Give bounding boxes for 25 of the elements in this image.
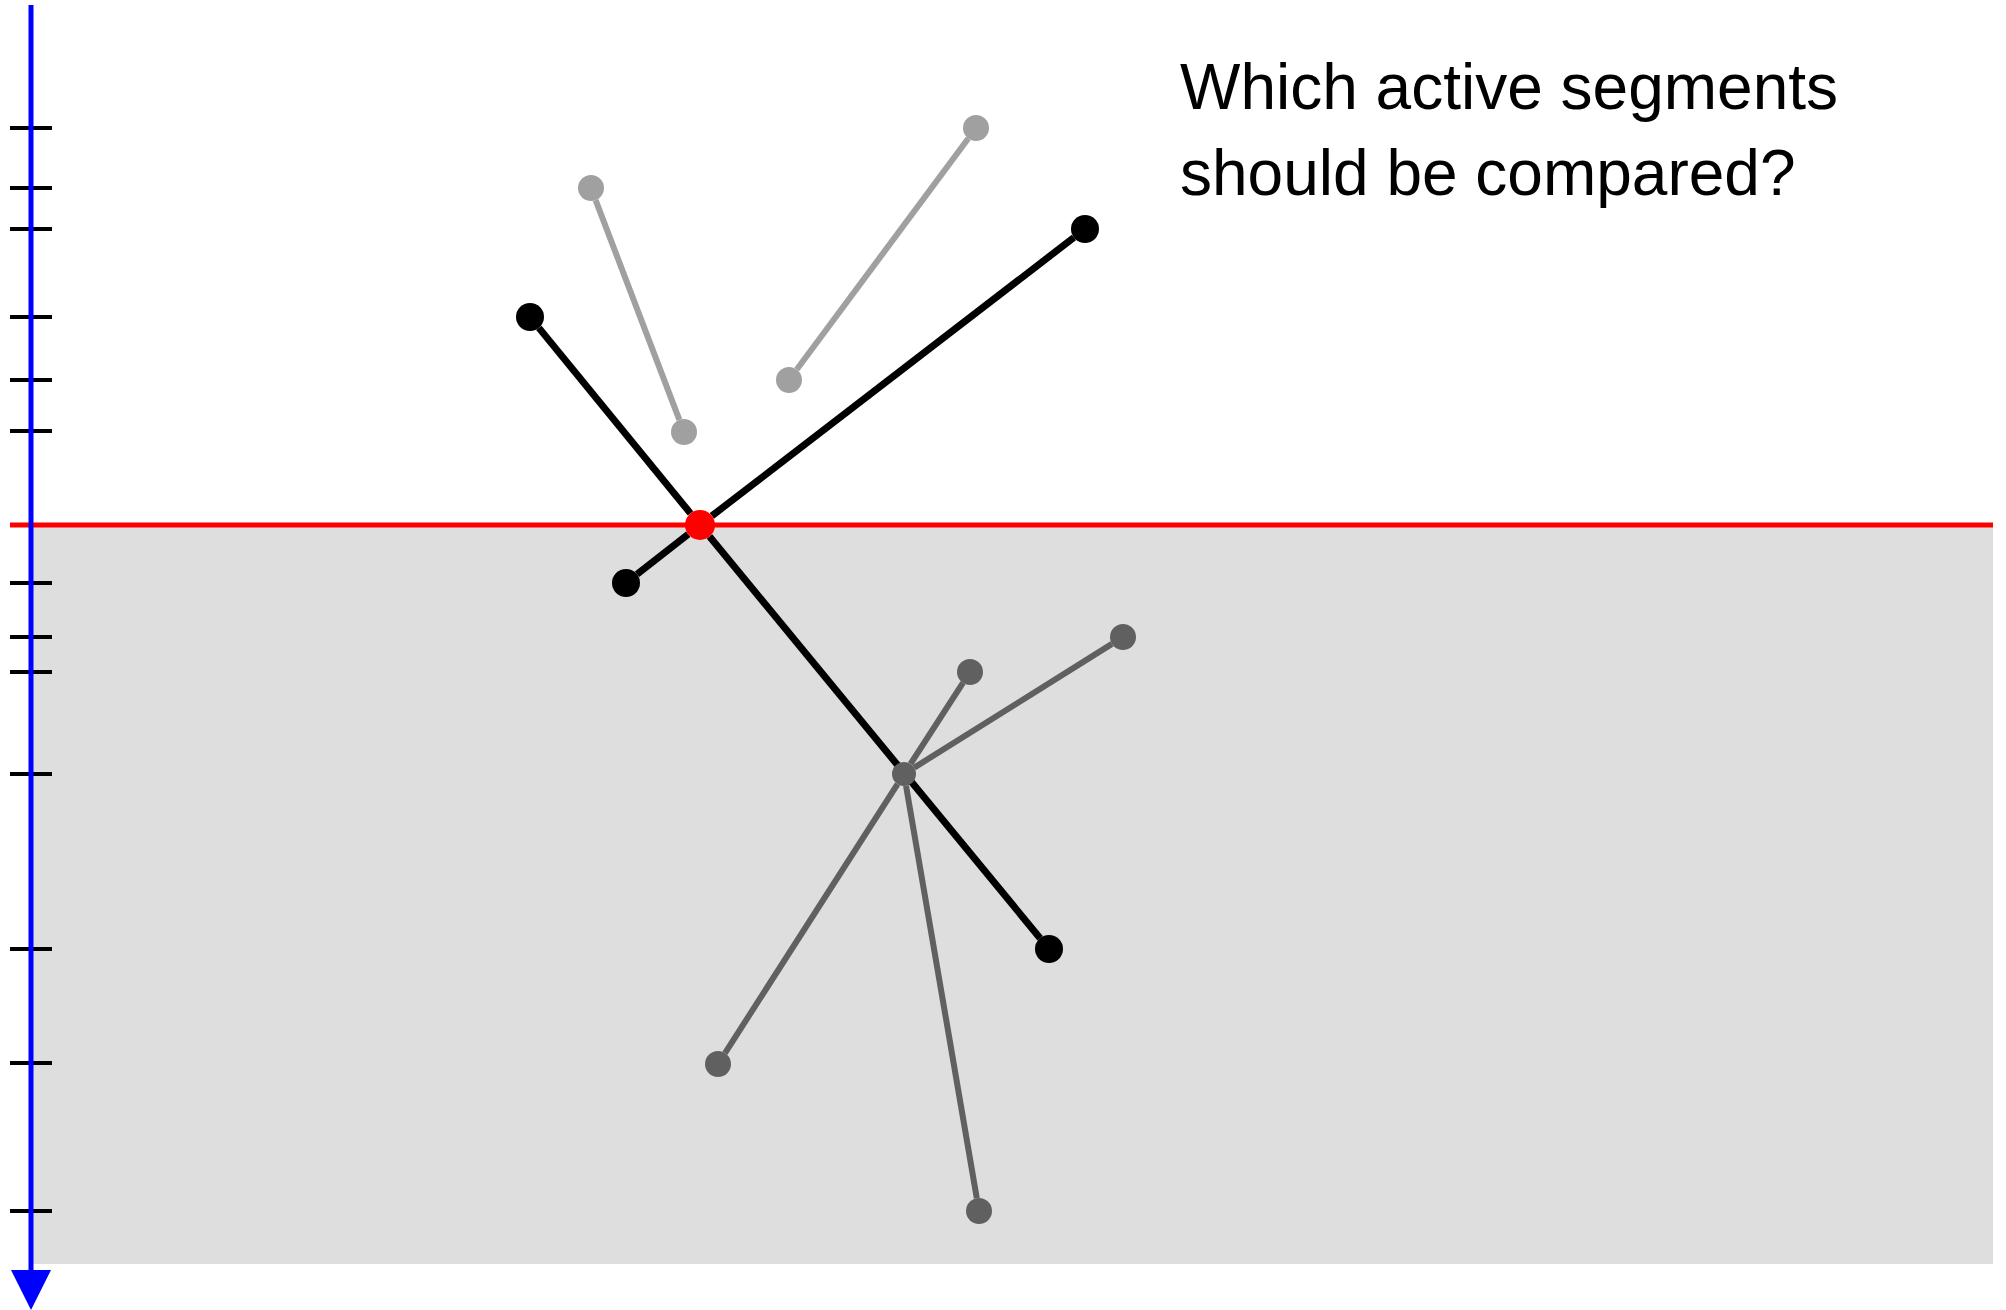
endpoint-dot (963, 115, 989, 141)
endpoint-dot (612, 569, 640, 597)
line-segment (903, 785, 980, 1199)
endpoint-dot (966, 1198, 992, 1224)
line-segment (912, 641, 1114, 771)
title: Which active segments should be compared? (1180, 50, 1840, 211)
endpoint-dot (892, 762, 916, 786)
endpoint-dot (705, 1051, 731, 1077)
endpoint-dot (1035, 935, 1063, 963)
line-segment (536, 325, 694, 516)
intersection-dot (685, 510, 715, 540)
line-segment (634, 531, 691, 578)
endpoint-dot (957, 659, 983, 685)
line-segment (908, 681, 966, 766)
endpoint-dot (1110, 624, 1136, 650)
line-segment (592, 199, 683, 421)
line-segment (722, 782, 901, 1055)
endpoint-dot (671, 419, 697, 445)
line-segment (706, 534, 1043, 941)
endpoint-dot (578, 175, 604, 201)
endpoint-dot (1071, 215, 1099, 243)
endpoint-dot (516, 303, 544, 331)
line-segment (794, 136, 971, 372)
line-segment (709, 234, 1077, 519)
endpoint-dot (776, 367, 802, 393)
